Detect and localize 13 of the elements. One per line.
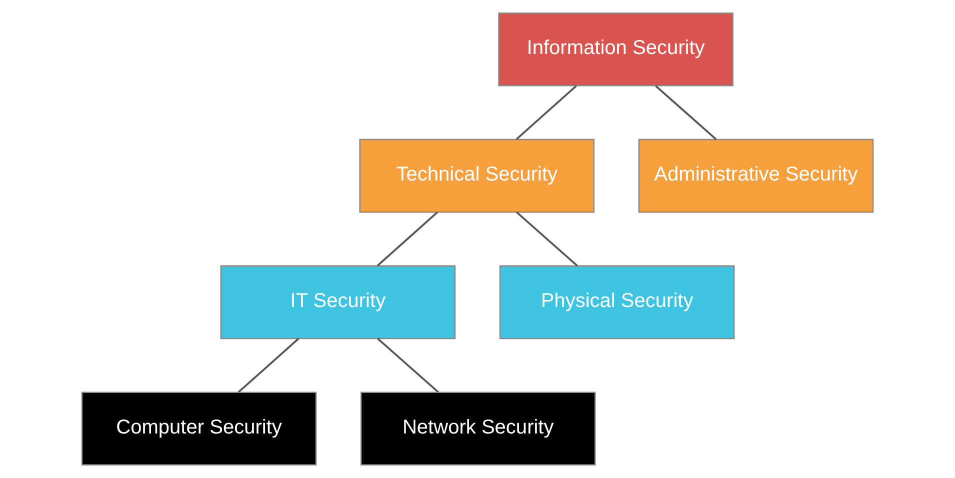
connector bbox=[654, 85, 717, 140]
node-box: Network Security bbox=[360, 392, 596, 466]
node-box: Computer Security bbox=[81, 392, 317, 466]
connector bbox=[516, 85, 577, 140]
node-box: Physical Security bbox=[499, 265, 735, 340]
node-box: Technical Security bbox=[359, 138, 595, 213]
connector bbox=[377, 338, 439, 393]
connector bbox=[238, 338, 300, 393]
connector bbox=[376, 212, 438, 266]
node-box: Administrative Security bbox=[638, 138, 874, 213]
node-box: Information Security bbox=[498, 12, 734, 86]
connector bbox=[516, 212, 578, 266]
node-box: IT Security bbox=[220, 265, 456, 340]
